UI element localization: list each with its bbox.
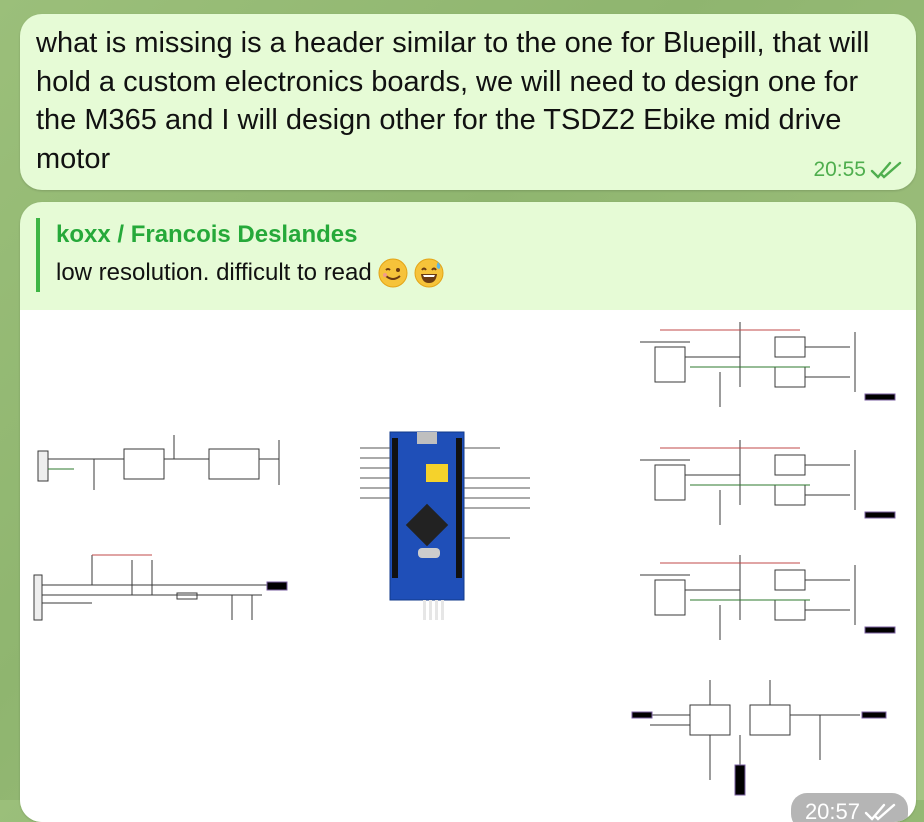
double-check-icon (870, 161, 902, 179)
schematic-image[interactable]: 20:57 (20, 310, 916, 822)
message-time: 20:55 (813, 158, 866, 181)
message-text: what is missing is a header similar to t… (36, 27, 870, 175)
reply-author: koxx / Francois Deslandes (56, 221, 358, 248)
winking-face-emoji-icon (378, 258, 408, 288)
bluepill-board (340, 428, 550, 628)
double-check-icon (864, 803, 896, 821)
schematic-current-sense (630, 670, 890, 800)
outgoing-image-message-bubble[interactable]: koxx / Francois Deslandes low resolution… (20, 202, 916, 822)
schematic-connector (32, 545, 292, 635)
schematic-driver-phase-c (600, 545, 900, 655)
image-message-meta: 20:57 (790, 793, 908, 822)
outgoing-message-bubble[interactable]: what is missing is a header similar to t… (20, 14, 916, 190)
reply-quote[interactable]: koxx / Francois Deslandes low resolution… (36, 218, 444, 292)
reply-text: low resolution. difficult to read (56, 259, 372, 286)
message-meta: 20:55 (813, 158, 904, 182)
grinning-sweat-emoji-icon (414, 258, 444, 288)
message-time: 20:57 (804, 799, 860, 822)
schematic-driver-phase-a (600, 312, 900, 422)
reply-text-row: low resolution. difficult to read (56, 258, 444, 288)
schematic-regulator (34, 435, 294, 505)
schematic-driver-phase-b (600, 430, 900, 540)
